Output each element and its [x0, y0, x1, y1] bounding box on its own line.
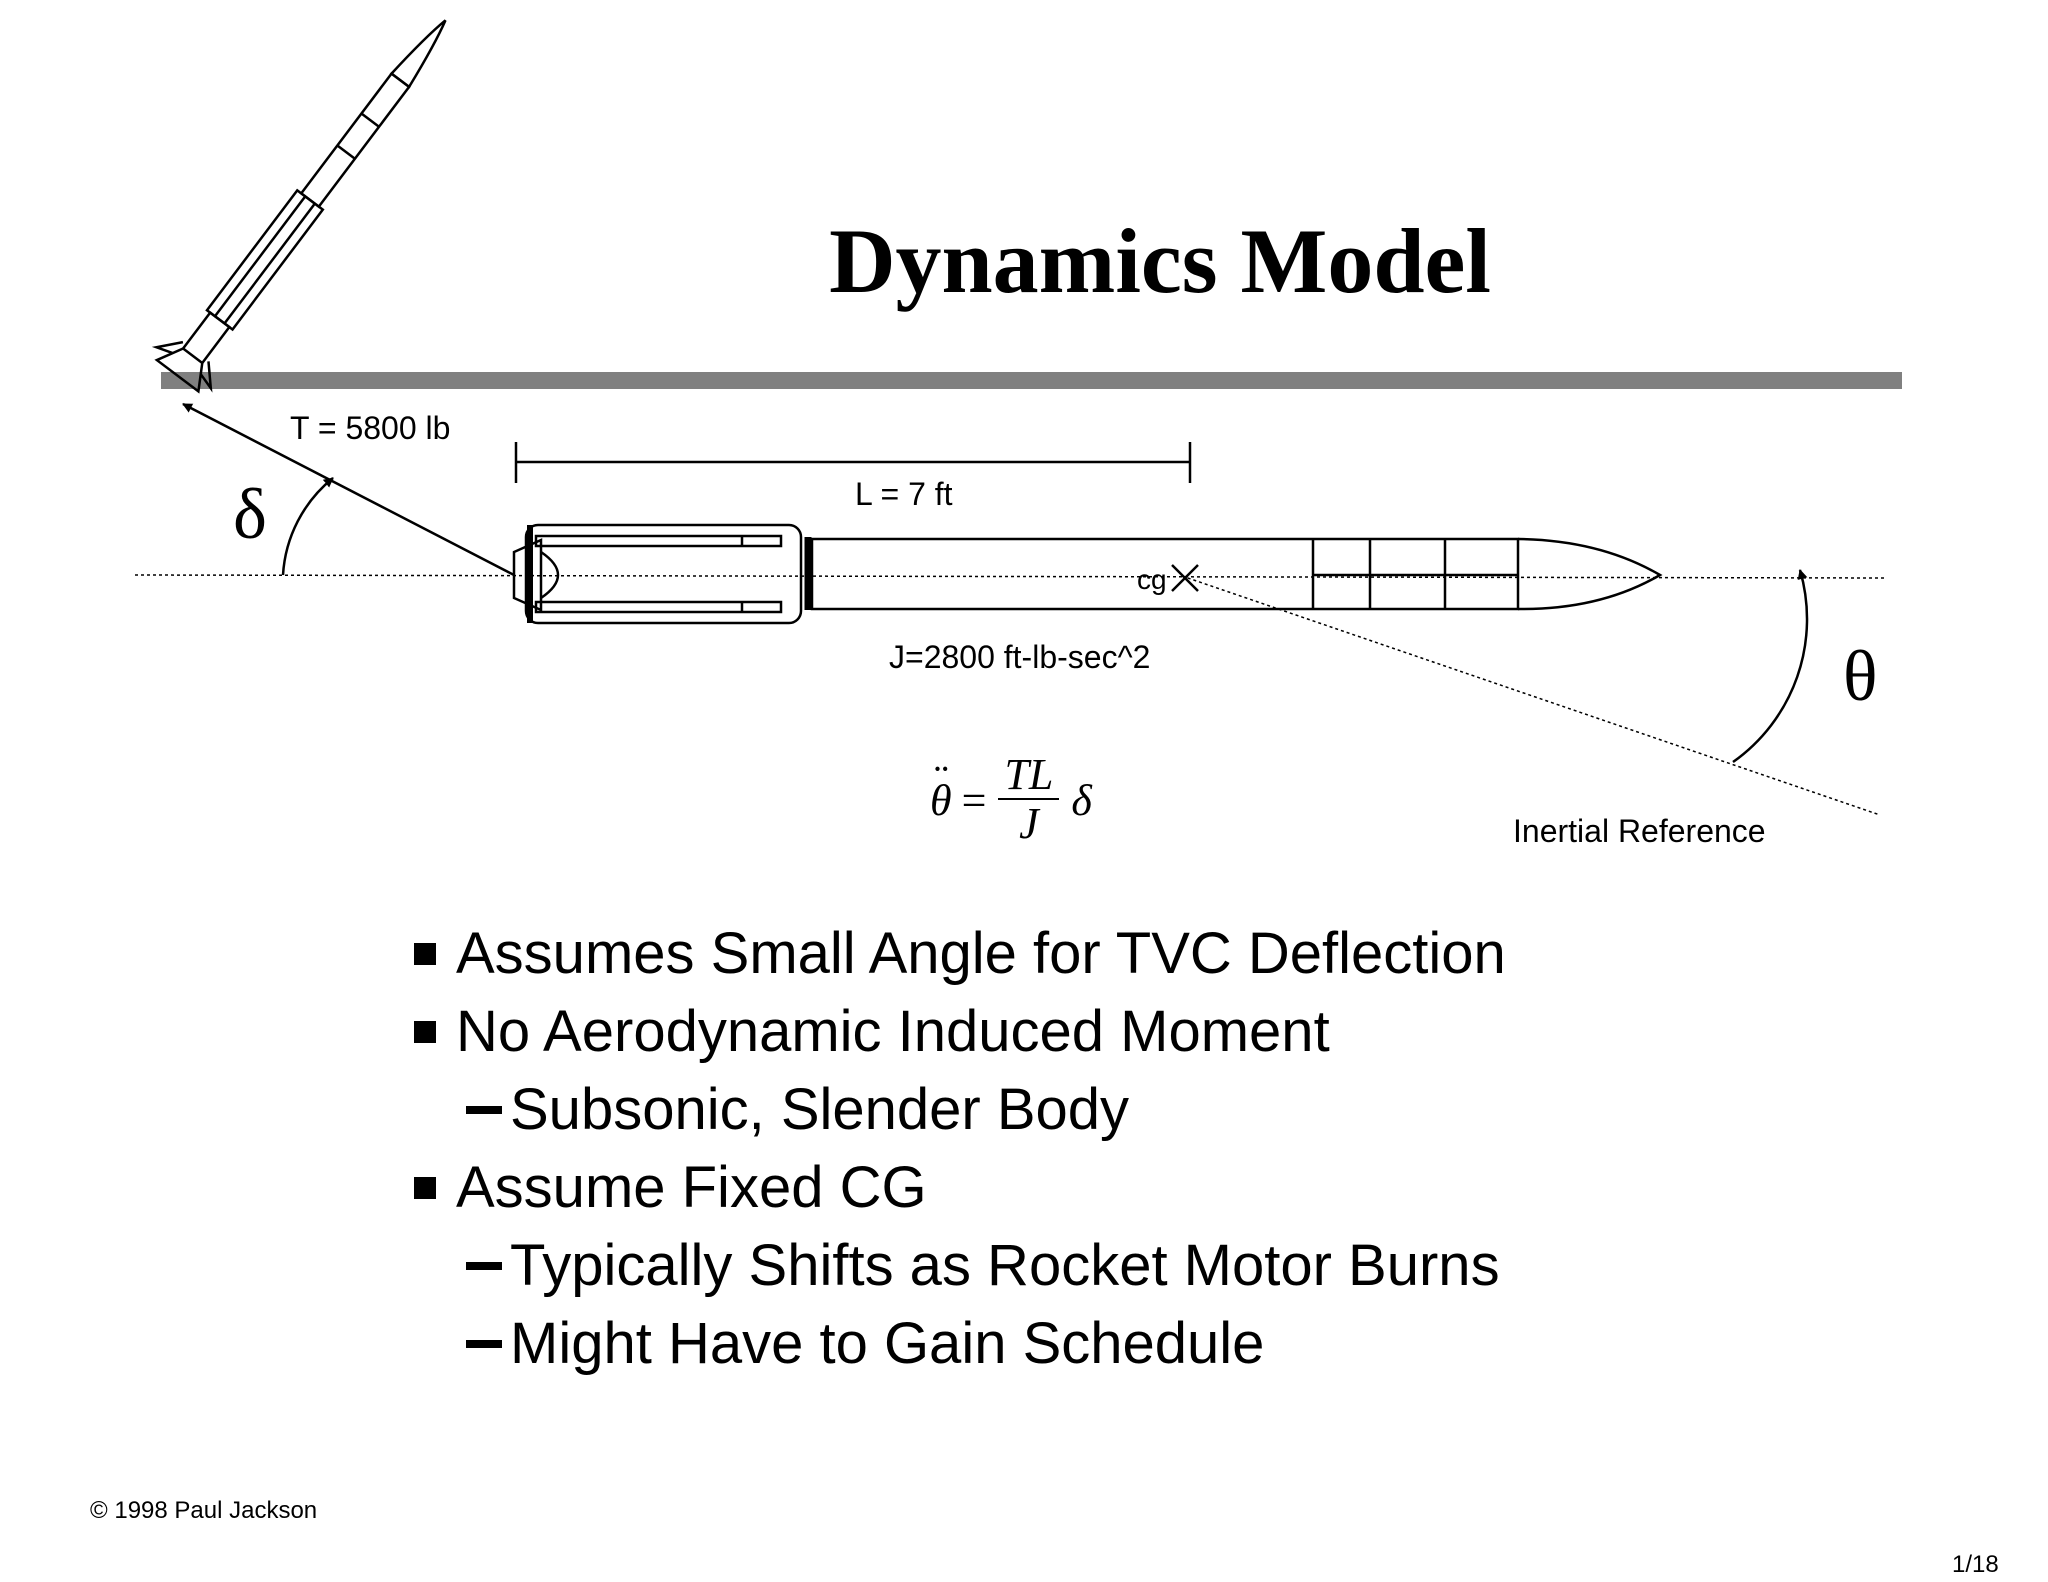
copyright-notice: © 1998 Paul Jackson: [90, 1497, 318, 1524]
list-item: Might Have to Gain Schedule: [414, 1305, 1506, 1383]
horizontal-reference-line: [134, 574, 1886, 579]
equation-delta: δ: [1071, 775, 1092, 825]
bullet-text: No Aerodynamic Induced Moment: [456, 999, 1330, 1064]
title-rule: [161, 372, 1902, 389]
equals-sign: =: [961, 775, 987, 825]
list-item: Assume Fixed CG: [414, 1149, 1506, 1227]
fraction-denominator: J: [1019, 799, 1039, 849]
bullet-square: [414, 1021, 436, 1043]
thrust-label: T = 5800 lb: [290, 410, 451, 446]
theta-angle-arc: [1732, 569, 1809, 764]
bullet-square: [414, 1177, 436, 1199]
page-title: Dynamics Model: [829, 210, 1491, 312]
bullet-list: Assumes Small Angle for TVC Deflection N…: [414, 915, 1506, 1383]
dynamics-equation: θ = TL J δ: [930, 750, 1092, 849]
cg-label: cg: [1137, 564, 1167, 595]
inertia-label: J=2800 ft-lb-sec^2: [889, 639, 1151, 675]
bullet-dash: [466, 1340, 502, 1348]
fraction-numerator: TL: [1004, 750, 1054, 799]
fraction: TL J: [998, 750, 1060, 849]
inertial-reference-label: Inertial Reference: [1513, 813, 1766, 849]
bullet-text: Might Have to Gain Schedule: [510, 1311, 1265, 1376]
bullet-text: Assumes Small Angle for TVC Deflection: [456, 921, 1506, 986]
bullet-text: Assume Fixed CG: [456, 1155, 927, 1220]
bullet-square: [414, 943, 436, 965]
list-item: Assumes Small Angle for TVC Deflection: [414, 915, 1506, 993]
bullet-text: Subsonic, Slender Body: [510, 1077, 1130, 1142]
theta-double-dot: θ: [930, 755, 952, 826]
rocket-icon: [151, 19, 447, 394]
bullet-text: Typically Shifts as Rocket Motor Burns: [510, 1233, 1500, 1298]
rocket-body: [512, 523, 1663, 625]
length-label: L = 7 ft: [855, 476, 953, 512]
delta-angle-arc: [281, 477, 334, 576]
list-item: Typically Shifts as Rocket Motor Burns: [414, 1227, 1506, 1305]
theta-symbol: θ: [1843, 636, 1878, 716]
fraction-bar: [998, 798, 1060, 801]
thrust-vector-arrow: [182, 402, 515, 577]
bullet-dash: [466, 1262, 502, 1270]
cg-marker-icon: [1171, 564, 1199, 592]
list-item: No Aerodynamic Induced Moment: [414, 993, 1506, 1071]
delta-symbol: δ: [233, 474, 267, 554]
inertial-reference-line: [1181, 575, 1881, 816]
length-dimension: [514, 442, 1192, 483]
list-item: Subsonic, Slender Body: [414, 1071, 1506, 1149]
page-number: 1/18: [1952, 1551, 1999, 1578]
bullet-dash: [466, 1106, 502, 1114]
